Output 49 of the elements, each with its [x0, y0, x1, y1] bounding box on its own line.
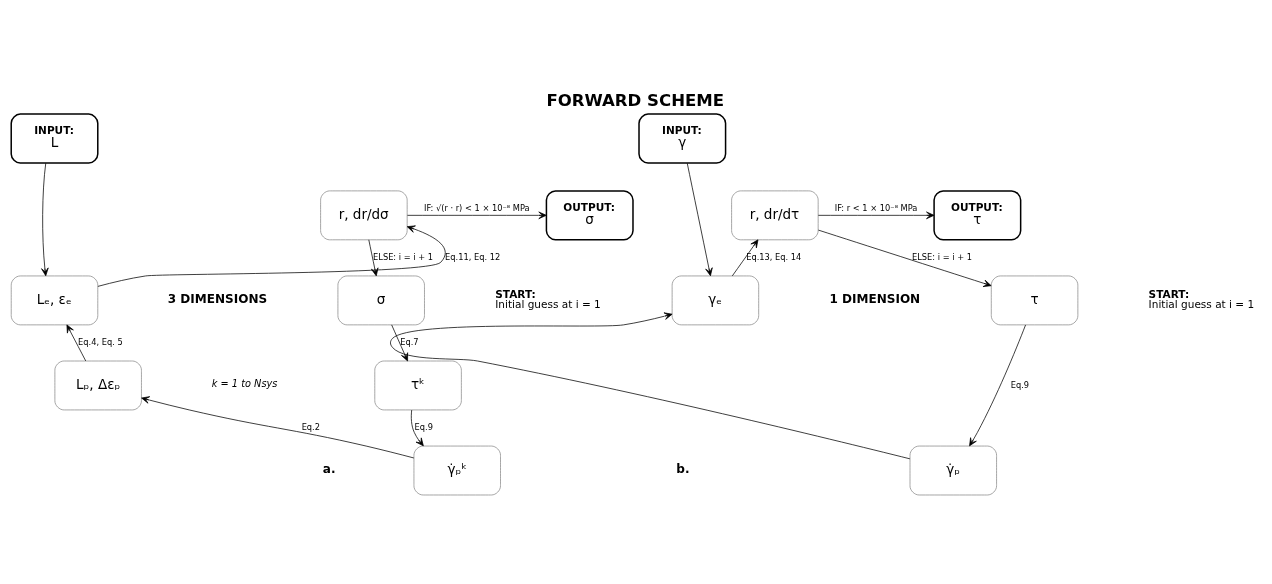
- arrow: [969, 324, 1026, 446]
- edge-label: IF: √(r · r) < 1 × 10⁻⁸ MPa: [423, 202, 530, 213]
- diagram-title: FORWARD SCHEME: [546, 90, 725, 110]
- node-label: START:: [495, 287, 536, 300]
- edge-label: Eq.13, Eq. 14: [746, 251, 802, 262]
- label: b.: [676, 461, 690, 476]
- node-box: r, dr/dσ: [320, 190, 408, 240]
- node-box: OUTPUT: τ: [933, 189, 1022, 241]
- arrow: [368, 238, 379, 276]
- node-box: γ̇ₚ: [909, 445, 997, 495]
- arrow: [41, 162, 49, 276]
- edge-label: IF: r < 1 × 10⁻⁸ MPa: [834, 202, 918, 213]
- node-box: r, dr/dτ: [731, 190, 819, 240]
- edge-label: Eq.7: [400, 336, 419, 347]
- edge-label: Eq.4, Eq. 5: [78, 336, 123, 347]
- arrow: [97, 225, 446, 287]
- arrow: [817, 229, 992, 287]
- node-box: σ: [337, 275, 425, 325]
- node-label: START:: [1148, 287, 1190, 300]
- node-box: OUTPUT: σ: [545, 189, 634, 241]
- arrow: [66, 324, 87, 361]
- arrow: [817, 211, 935, 219]
- label: a.: [322, 461, 336, 476]
- arrow: [686, 162, 713, 276]
- edge-label: Eq.11, Eq. 12: [445, 251, 501, 262]
- arrow: [731, 238, 759, 276]
- label: 1 DIMENSION: [829, 291, 921, 306]
- arrow: [407, 211, 547, 219]
- node-label: Initial guess at i = 1: [1148, 297, 1255, 310]
- arrow: [390, 311, 911, 459]
- node-box: INPUT: γ: [638, 112, 727, 164]
- edge-label: ELSE: i = i + 1: [373, 251, 433, 262]
- node-box: τᵏ: [374, 360, 462, 410]
- node-box: INPUT: L: [10, 112, 99, 164]
- node-box: γ̇ₚᵏ: [413, 445, 501, 495]
- edge-label: Eq.9: [414, 421, 433, 432]
- label: k = 1 to Nsys: [211, 377, 278, 389]
- arrow: [410, 409, 424, 446]
- label: 3 DIMENSIONS: [167, 291, 268, 306]
- arrow: [141, 395, 415, 458]
- node-box: Lₚ, Δεₚ: [54, 360, 142, 410]
- node-box: τ: [990, 275, 1079, 325]
- node-box: Lₑ, εₑ: [10, 275, 99, 325]
- edge-label: ELSE: i = i + 1: [912, 251, 972, 262]
- edge-label: Eq.9: [1010, 379, 1030, 390]
- edge-label: Eq.2: [301, 421, 320, 432]
- node-box: γₑ: [671, 275, 760, 325]
- node-label: Initial guess at i = 1: [495, 297, 601, 310]
- arrow: [391, 324, 408, 361]
